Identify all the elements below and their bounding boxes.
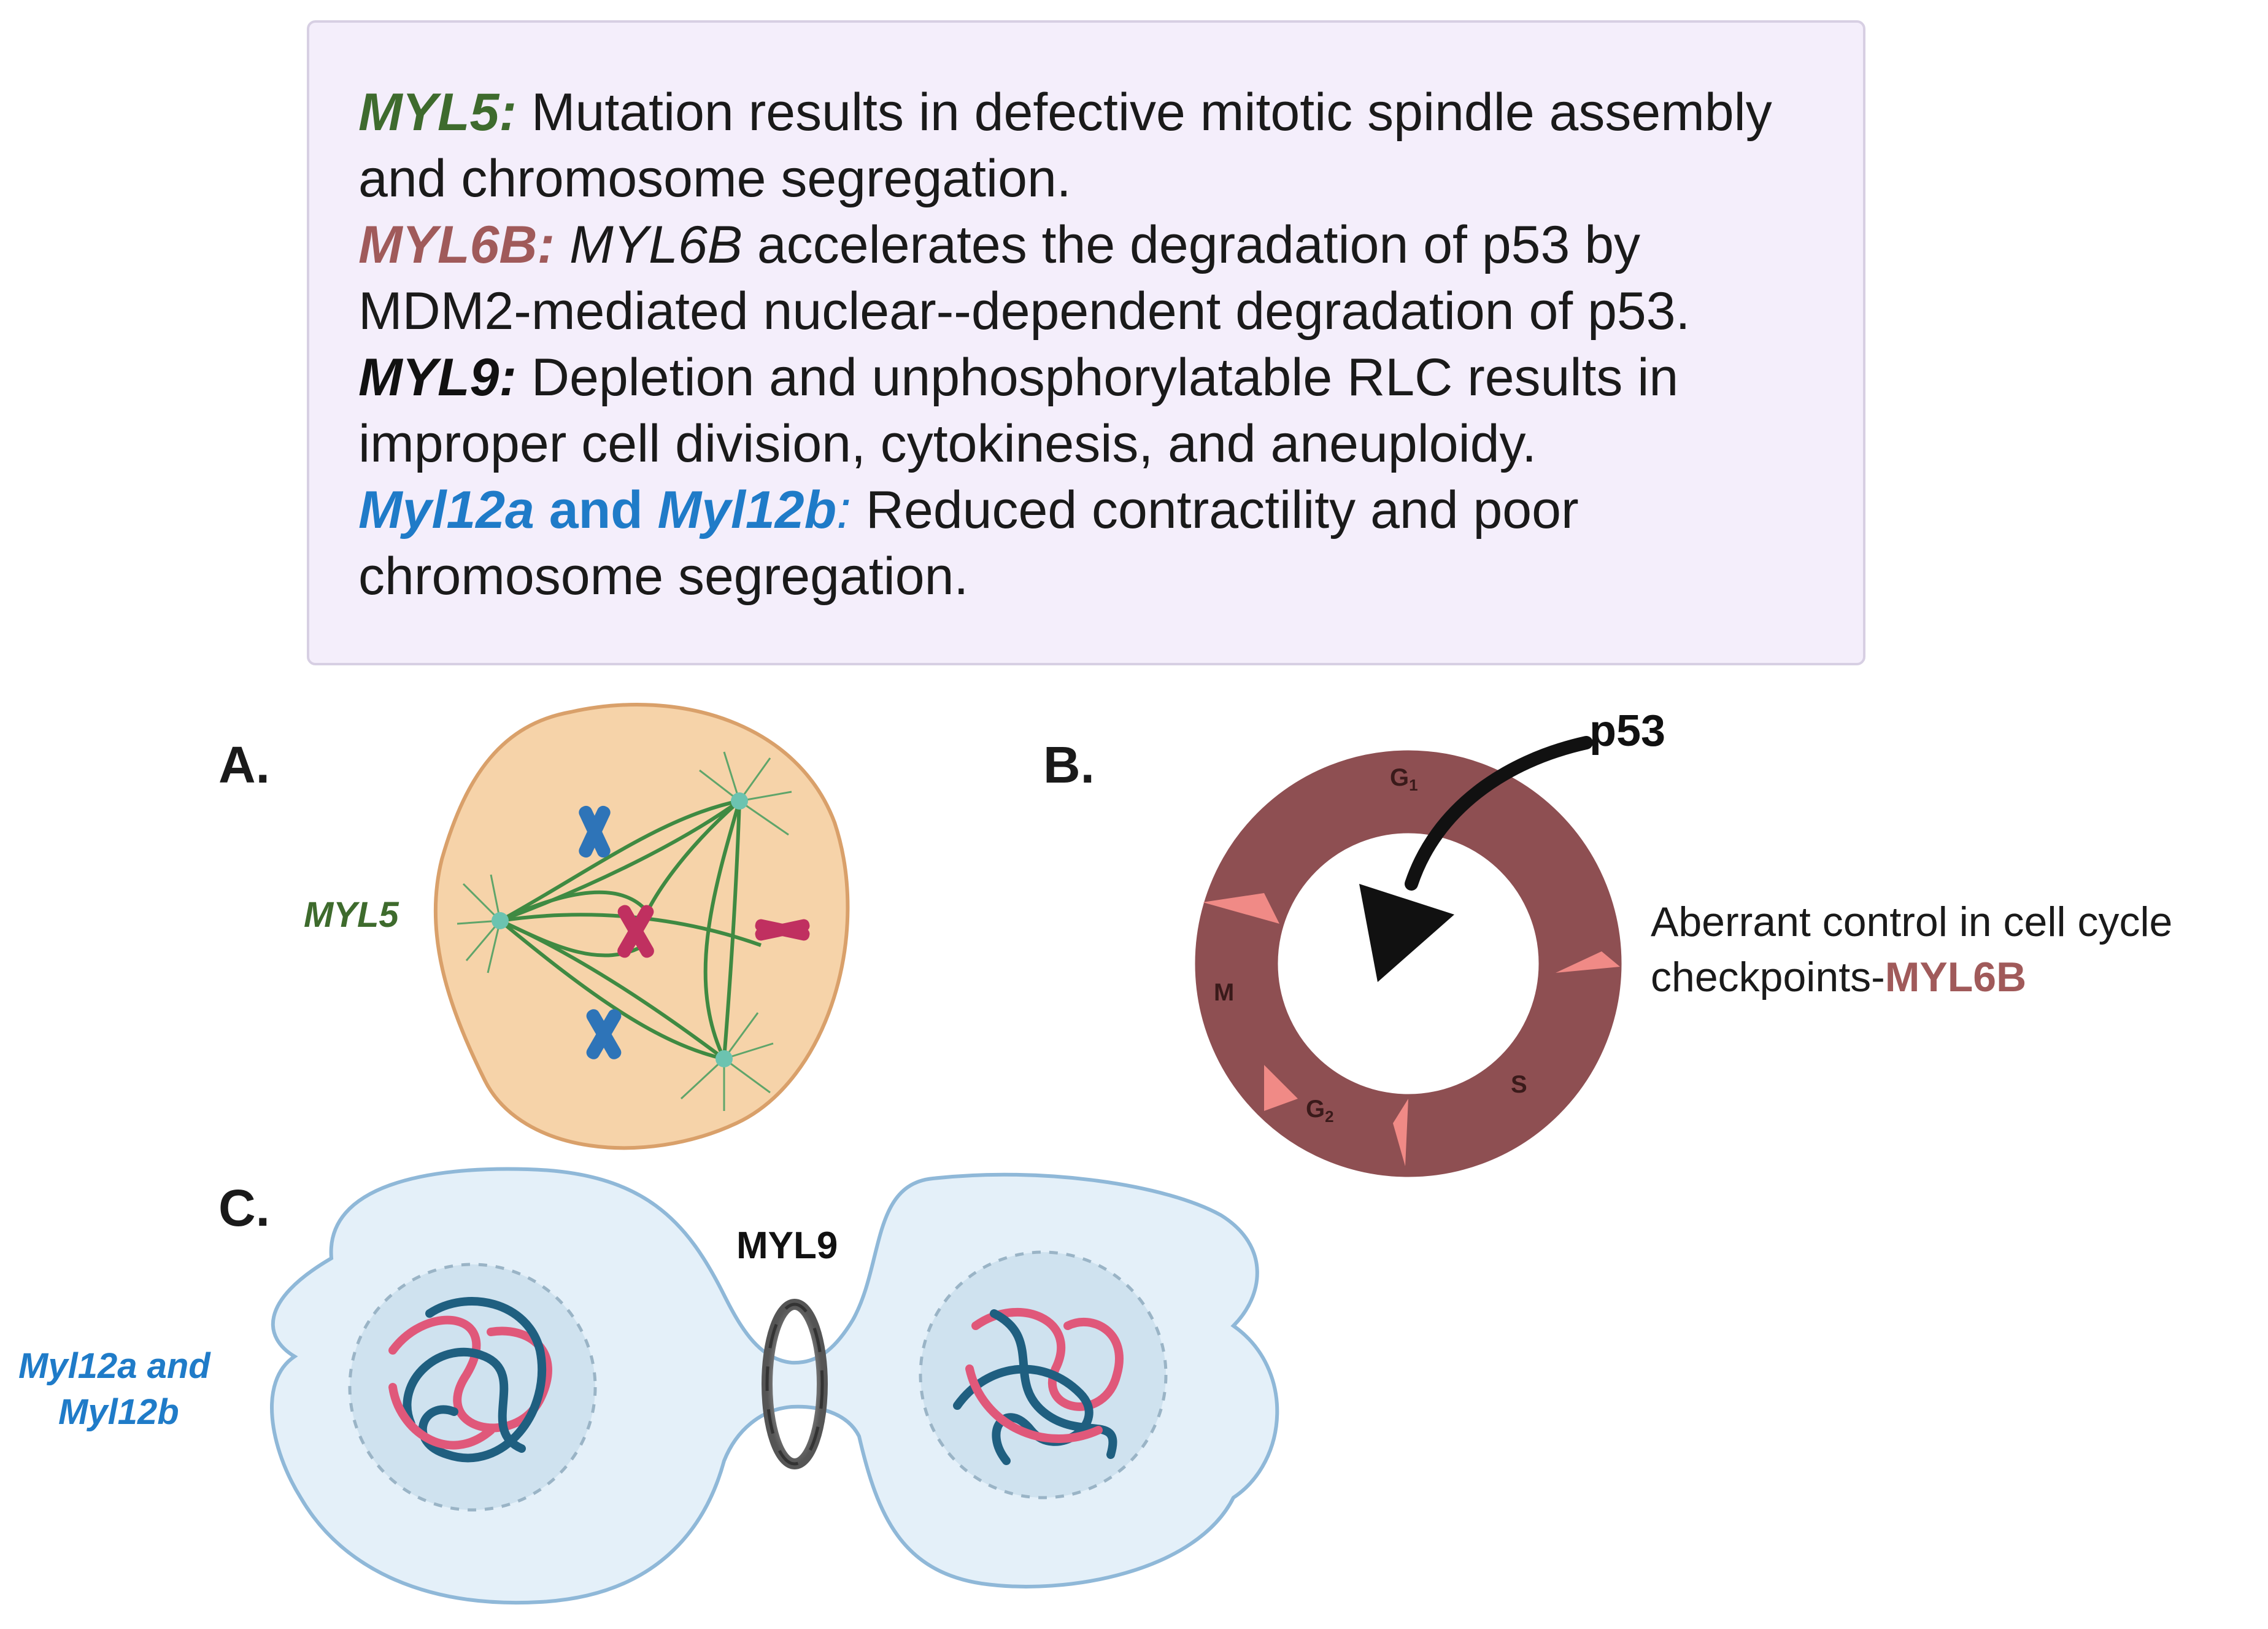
text-line: Mutation results in defective mitotic sp… [517, 83, 1772, 142]
paragraph-myl9: MYL9: Depletion and unphosphorylatable R… [358, 344, 1772, 411]
gene-myl5: MYL5 [358, 83, 500, 142]
chromosome-blue-top [579, 805, 611, 858]
nucleus-left [348, 1263, 597, 1512]
gene-myl9: MYL9 [358, 348, 500, 407]
panel-b-label: B. [1043, 736, 1095, 794]
chromosome-red-right [755, 919, 810, 941]
p53-arrow-shaft [1405, 736, 1593, 891]
panel-a-cell-diagram: MYL5 [304, 703, 850, 1150]
chromosome-red-center [617, 905, 654, 958]
chromosome-blue-bottom [586, 1009, 622, 1059]
panel-c-label: C. [218, 1179, 270, 1237]
paragraph-myl6b: MYL6B: MYL6B accelerates the degradation… [358, 212, 1772, 278]
panel-b-cell-cycle: G1 S G2 M p53 Aberrant control in cell c… [1195, 706, 2172, 1177]
info-box: MYL5: Mutation results in defective mito… [307, 20, 1865, 665]
text-line: MDM2-mediated nuclear--dependent degrada… [358, 282, 1691, 341]
phase-g1: G1 [1390, 764, 1418, 794]
spindle-fibers [499, 799, 762, 1061]
panel-a-label: A. [218, 736, 270, 794]
cycle-ring [1195, 750, 1622, 1177]
paragraph-myl12: Myl12a and Myl12b: Reduced contractility… [358, 477, 1772, 543]
text-line: accelerates the degradation of p53 by [742, 215, 1641, 274]
dna-right [953, 1307, 1124, 1465]
gene-inline: MYL6B [555, 215, 743, 274]
text-line: Reduced contractility and poor [851, 481, 1579, 540]
colon: : [537, 215, 555, 274]
colon: : [499, 348, 517, 407]
info-text: MYL5: Mutation results in defective mito… [358, 79, 1772, 609]
contractile-ring-shadow [765, 1302, 824, 1466]
centrosome-top [731, 792, 748, 810]
p53-label: p53 [1589, 706, 1665, 756]
myl12-label-line1: Myl12a and [18, 1346, 211, 1386]
centrosome-left [492, 912, 509, 929]
text-line: improper cell division, cytokinesis, and… [358, 414, 1537, 473]
p53-arrow-head [1359, 884, 1454, 982]
myl12-label-line2: Myl12b [58, 1392, 179, 1432]
caption-line1: Aberrant control in cell cycle [1651, 899, 2172, 945]
text-line: Depletion and unphosphorylatable RLC res… [517, 348, 1679, 407]
caption-line2: checkpoints-MYL6B [1651, 954, 2026, 1000]
phase-g2: G2 [1306, 1096, 1334, 1126]
and-word: and [534, 481, 658, 540]
gene-myl12b: Myl12b [657, 481, 837, 540]
myl5-label: MYL5 [304, 895, 399, 935]
panel-c-cytokinesis: MYL9 Myl12a and Myl12b [18, 1167, 1279, 1604]
colon: : [836, 481, 852, 540]
dna-left [388, 1297, 552, 1463]
gene-myl12a: Myl12a [358, 481, 534, 540]
phase-s: S [1511, 1071, 1527, 1098]
colon: : [499, 83, 517, 142]
paragraph-myl5: MYL5: Mutation results in defective mito… [358, 79, 1772, 145]
phase-m: M [1214, 979, 1234, 1006]
gene-myl6b: MYL6B [358, 215, 538, 274]
checkpoint-notches [1203, 893, 1620, 1166]
text-line: chromosome segregation. [358, 547, 969, 606]
centrosome-bottom [716, 1050, 733, 1067]
myl9-label: MYL9 [736, 1225, 838, 1267]
text-line: and chromosome segregation. [358, 149, 1071, 208]
